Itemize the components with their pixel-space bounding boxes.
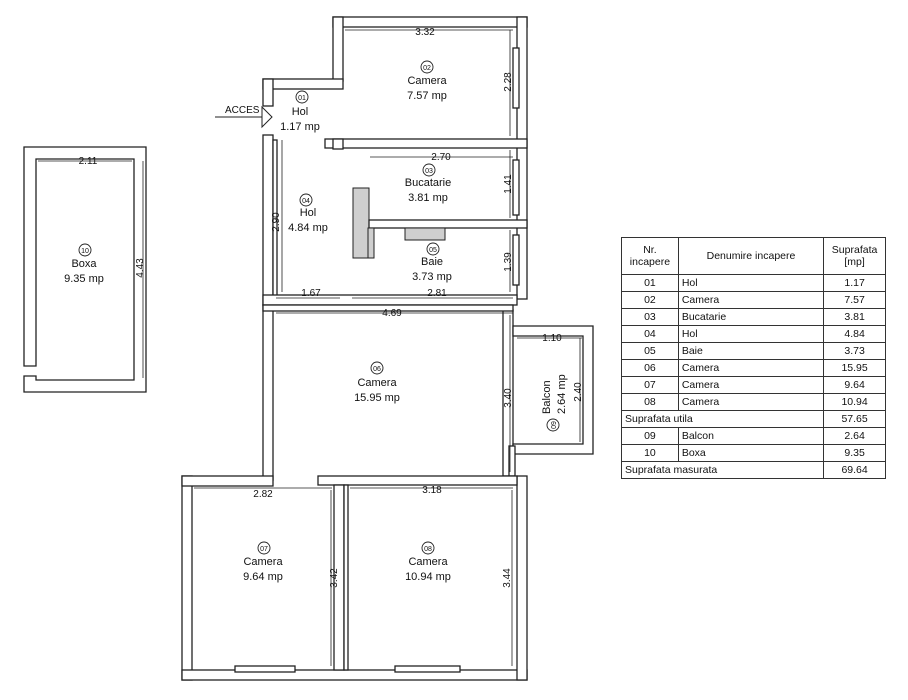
dim-label: 2.11 [79,156,98,167]
svg-text:Bucatarie: Bucatarie [405,177,451,189]
room-02-label: 02 Camera 7.57 mp [407,60,447,102]
dim-label: 4.69 [382,308,402,319]
svg-text:03: 03 [425,168,433,175]
svg-text:10.94 mp: 10.94 mp [405,571,451,583]
room-08-label: 08 Camera 10.94 mp [405,541,451,583]
legend-header-nr: Nr. incapere [621,237,679,275]
dim-label: 1.41 [503,174,514,194]
dim-label: 2.40 [573,382,584,402]
svg-text:Camera: Camera [357,377,397,389]
dim-label: 2.28 [503,72,514,92]
svg-text:02: 02 [423,65,431,72]
dim-label: 2.70 [431,152,451,163]
svg-text:07: 07 [260,546,268,553]
svg-text:Camera: Camera [407,75,447,87]
room-06-label: 06 Camera 15.95 mp [354,361,400,404]
outer-walls [181,16,594,681]
dim-label: 1.67 [301,288,321,299]
dim-label: 2.82 [253,489,273,500]
dim-label: 3.32 [415,27,435,38]
legend-header-name: Denumire incapere [677,237,825,275]
legend-header-area: Suprafata [mp] [823,237,886,275]
svg-text:4.84 mp: 4.84 mp [288,222,328,234]
svg-text:2.64 mp: 2.64 mp [556,374,568,414]
svg-text:9.35 mp: 9.35 mp [64,273,104,285]
room-09-label: 09 Balcon 2.64 mp [541,374,568,432]
svg-text:06: 06 [373,366,381,373]
legend-header-row: Nr. incapere Denumire incapere Suprafata… [621,237,886,275]
area-legend-table: Nr. incapere Denumire incapere Suprafata… [620,237,886,479]
svg-text:10: 10 [81,248,89,255]
svg-text:Camera: Camera [243,556,283,568]
dim-label: 1.10 [542,333,562,344]
room-10-label: 10 Boxa 9.35 mp [64,243,104,285]
dim-label: 2.90 [271,212,282,232]
dim-label: 3.44 [502,568,513,588]
room-05-label: 05 Baie 3.73 mp [412,242,452,283]
dim-label: 3.18 [422,485,442,496]
svg-text:Hol: Hol [292,106,309,118]
room-labels: 01 Hol 1.17 mp 02 Camera 7.57 mp 03 Buca… [64,60,568,583]
svg-text:Camera: Camera [408,556,448,568]
svg-text:Baie: Baie [421,256,443,268]
svg-text:04: 04 [302,198,310,205]
svg-text:15.95 mp: 15.95 mp [354,392,400,404]
access-arrow: ACCES [215,105,273,129]
dim-label: 3.42 [329,568,340,588]
dim-label: 4.43 [135,258,146,278]
svg-text:Boxa: Boxa [71,258,97,270]
svg-text:08: 08 [424,546,432,553]
room-07-label: 07 Camera 9.64 mp [243,541,283,583]
interior-walls [262,138,528,671]
svg-text:01: 01 [298,95,306,102]
svg-text:09: 09 [551,421,558,429]
dim-label: 2.81 [427,288,447,299]
svg-text:7.57 mp: 7.57 mp [407,90,447,102]
access-label: ACCES [225,105,260,116]
svg-text:1.17 mp: 1.17 mp [280,121,320,133]
dim-label: 1.39 [503,252,514,272]
svg-text:3.73 mp: 3.73 mp [412,271,452,283]
dimension-lines [38,29,582,666]
dimension-labels: 3.32 2.28 2.70 1.41 2.90 1.39 1.67 2.81 … [79,27,584,588]
svg-text:Balcon: Balcon [541,380,553,414]
svg-text:05: 05 [429,247,437,254]
svg-text:Hol: Hol [300,207,317,219]
room-03-label: 03 Bucatarie 3.81 mp [405,163,451,204]
room-04-label: 04 Hol 4.84 mp [288,193,328,234]
svg-text:9.64 mp: 9.64 mp [243,571,283,583]
room-01-label: 01 Hol 1.17 mp [280,90,320,133]
boxa-walls [23,146,147,393]
dim-label: 3.40 [503,388,514,408]
svg-text:3.81 mp: 3.81 mp [408,192,448,204]
